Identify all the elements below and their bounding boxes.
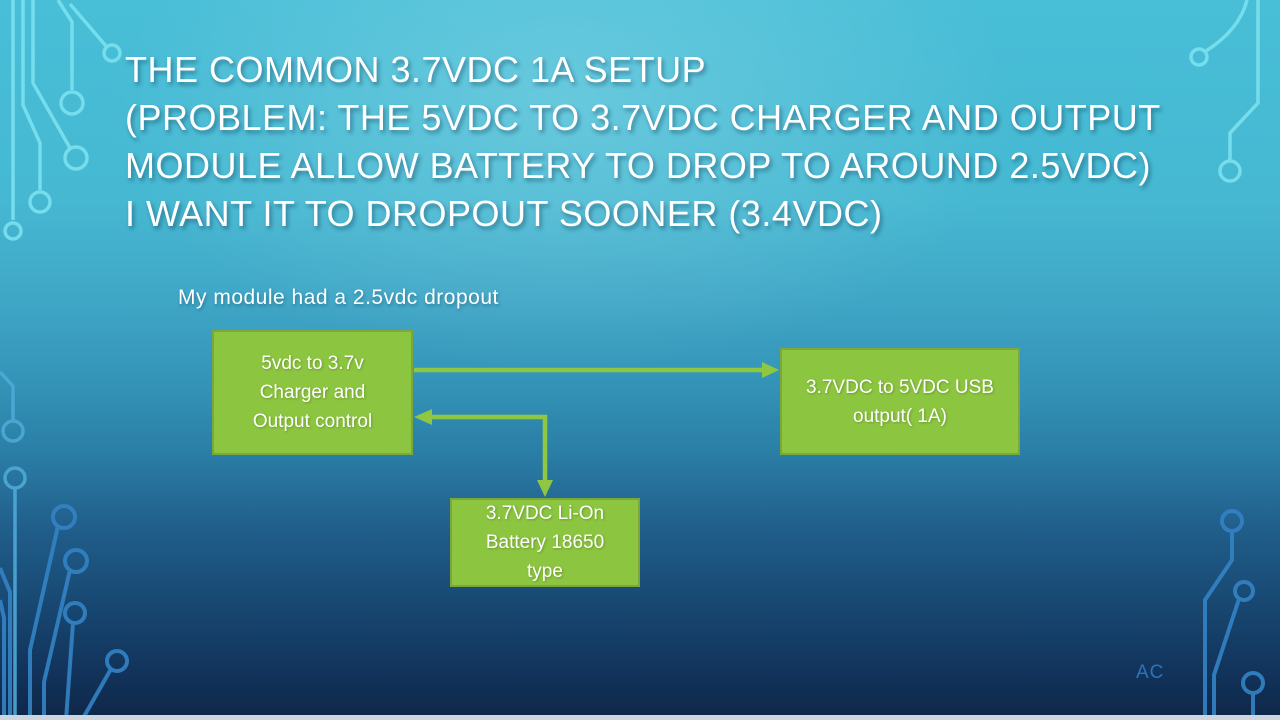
- connector-charger-battery: [414, 409, 553, 497]
- connector-charger-to-usb: [414, 362, 779, 378]
- battery-box-line-1: 3.7VDC Li-On: [485, 503, 605, 524]
- title-line-1: THE COMMON 3.7VDC 1A SETUP: [125, 49, 707, 90]
- circuit-traces-bottom-left: [0, 504, 129, 720]
- module-dropout-caption: My module had a 2.5vdc dropout: [178, 286, 499, 309]
- title-line-4: I WANT IT TO DROPOUT SOONER (3.4VDC): [125, 193, 883, 234]
- author-initials: AC: [1136, 662, 1165, 683]
- circuit-traces-bottom-right: [1203, 509, 1265, 720]
- slide-title: THE COMMON 3.7VDC 1A SETUP (PROBLEM: THE…: [125, 46, 1205, 238]
- charger-box-line-3: Output control: [252, 411, 373, 432]
- charger-box-line-1: 5vdc to 3.7v: [261, 353, 364, 374]
- charger-box-line-2: Charger and: [259, 382, 366, 403]
- circuit-traces-mid-left: [0, 370, 27, 720]
- title-line-3: MODULE ALLOW BATTERY TO DROP TO AROUND 2…: [125, 145, 1151, 186]
- usb-output-box: 3.7VDC to 5VDC USB output( 1A): [780, 348, 1020, 455]
- usb-box-line-1: 3.7VDC to 5VDC USB: [806, 376, 994, 398]
- battery-box-line-3: type: [527, 561, 563, 582]
- battery-box: 3.7VDC Li-On Battery 18650 type: [450, 498, 640, 587]
- bottom-edge-strip: [0, 715, 1280, 720]
- usb-box-line-2: output( 1A): [853, 405, 947, 427]
- circuit-traces-top-right: [1189, 0, 1260, 183]
- charger-module-box: 5vdc to 3.7v Charger and Output control: [212, 330, 413, 455]
- circuit-traces-top-left: [3, 0, 122, 241]
- battery-box-line-2: Battery 18650: [485, 532, 605, 553]
- title-line-2: (PROBLEM: THE 5VDC TO 3.7VDC CHARGER AND…: [125, 97, 1161, 138]
